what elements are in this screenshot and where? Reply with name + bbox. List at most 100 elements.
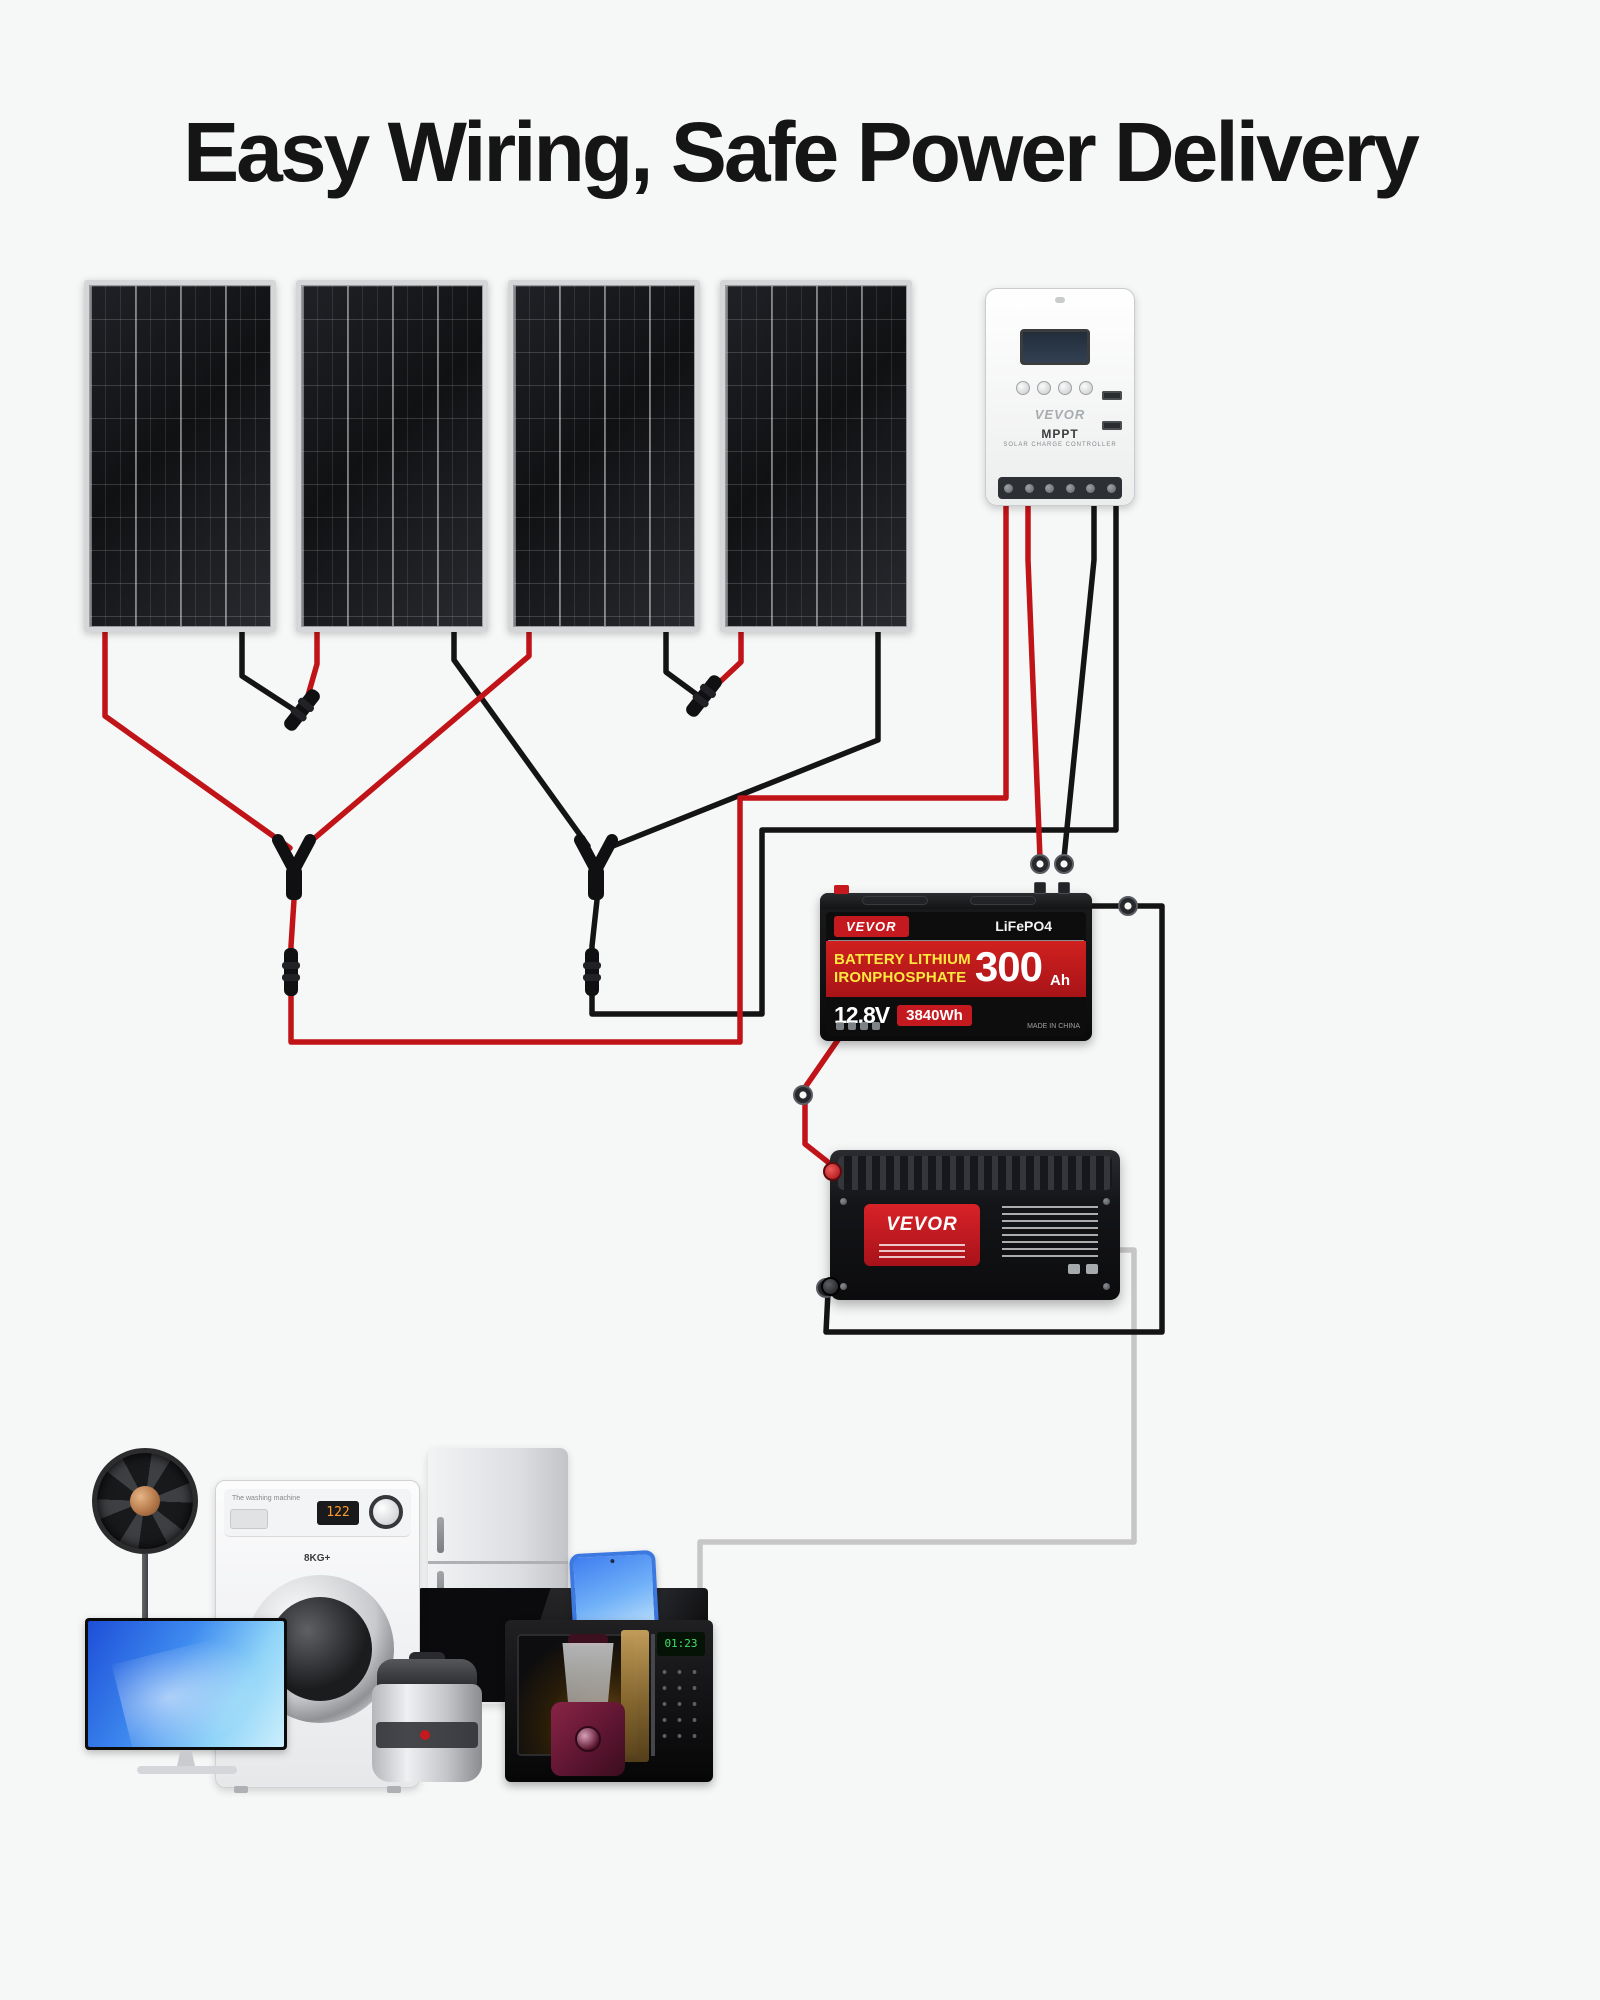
solar-cells [90,286,270,626]
inverter-cert-logos [1068,1264,1098,1274]
ring-terminal [1030,854,1050,874]
inverter-negative-wire [823,903,1165,1335]
inverter-positive-terminal [823,1162,842,1181]
solar-panel-4 [720,280,912,632]
battery-origin-label: MADE IN CHINA [1027,1023,1080,1030]
controller-terminal-block [998,477,1122,499]
monitor-screen [88,1621,284,1747]
screw-icon [1103,1198,1110,1205]
y-branch-connector [272,834,316,900]
pv-negative-wire [589,499,1119,1017]
mppt-charge-controller: VEVOR MPPT SOLAR CHARGE CONTROLLER [985,288,1135,506]
battery-terminal-post [1058,882,1070,894]
battery-handle [862,896,928,905]
cert-icon [836,1022,844,1030]
solar-panel-1 [84,280,276,632]
microwave-interior-glow [621,1630,649,1762]
solar-panel-3 [508,280,700,632]
cert-icon [1068,1264,1080,1274]
terminal-screw [1086,483,1096,493]
controller-subtitle-label: SOLAR CHARGE CONTROLLER [1003,442,1117,448]
washer-display: 122 [317,1501,359,1525]
panel3-positive-wire [307,627,532,845]
inverter-negative-terminal [821,1277,840,1296]
inverter-spec-fineprint [1002,1206,1098,1258]
battery-terminal-post [1034,882,1046,894]
solar-cells [726,286,906,626]
tablet-camera-icon [610,1558,615,1564]
monitor-base [137,1766,237,1774]
usb-port [1102,421,1122,430]
battery-capacity-value: 300 [974,943,1043,990]
battery-terminal-cover [834,885,849,894]
controller-button [1058,381,1072,395]
inverter-cooling-fins [838,1156,1112,1190]
usb-port [1102,391,1122,400]
pv-positive-wire [288,499,1009,1045]
washer-foot [234,1786,248,1793]
cert-icon [860,1022,868,1030]
ring-terminal [793,1085,813,1105]
ring-terminal [1054,854,1074,874]
microwave-buttons [657,1664,705,1748]
terminal-screw [1004,483,1013,493]
battery-handle [970,896,1036,905]
battery-type-line1: BATTERY LITHIUM [834,951,971,968]
controller-button [1079,381,1093,395]
terminal-screw [1106,483,1116,493]
battery-label-row-mid: BATTERY LITHIUM IRONPHOSPHATE 300 Ah [826,941,1086,997]
mc4-connector [284,689,320,731]
inverter-brand-label: VEVOR [886,1214,958,1235]
battery-type-line2: IRONPHOSPHATE [834,969,967,986]
battery-brand-badge: VEVOR [834,915,909,937]
solar-panel-2 [296,280,488,632]
monitor [85,1618,287,1750]
battery-lid [820,893,1092,909]
monitor-neck [177,1750,195,1766]
panel1-negative-wire [239,627,302,716]
fridge-door-split [428,1560,568,1564]
screw-icon [840,1198,847,1205]
battery-energy-badge: 3840Wh [897,1004,972,1026]
controller-button [1037,381,1051,395]
terminal-screw [1065,483,1075,493]
blender-dial [575,1726,601,1752]
y-branch-connector [574,834,618,900]
panel4-negative-wire [605,627,881,851]
mount-hole [1055,297,1065,303]
microwave-control-panel: 01:23 [657,1632,705,1772]
cert-icon [848,1022,856,1030]
controller-button-row [1016,381,1096,395]
controller-brand-label: VEVOR [1034,407,1086,422]
battery-label: VEVOR LiFePO4 BATTERY LITHIUM IRONPHOSPH… [826,912,1086,1036]
inverter-positive-wire-a [803,1031,845,1089]
solar-cells [514,286,694,626]
cert-icon [872,1022,880,1030]
controller-button [1016,381,1030,395]
battery-capacity-unit: Ah [1050,972,1070,989]
inverter-brand-fineprint [879,1244,965,1258]
mc4-connector [583,948,601,996]
blender-base [551,1702,625,1776]
washer-foot [387,1786,401,1793]
ring-terminal [1118,896,1138,916]
panel1-positive-wire [102,627,293,851]
fridge-handle [437,1516,444,1553]
battery-chemistry-label: LiFePO4 [995,918,1052,934]
battery-type-label: BATTERY LITHIUM IRONPHOSPHATE [834,951,971,987]
panel3-negative-wire [663,627,703,700]
mc4-connector [686,675,722,717]
screw-icon [840,1283,847,1290]
inverter-brand-plate: VEVOR [864,1204,980,1266]
mc4-connector [282,948,300,996]
washer-detergent-drawer [230,1509,268,1529]
blender [548,1634,628,1778]
washer-brand-text: The washing machine [232,1495,301,1502]
battery-label-divider [828,940,1084,941]
microwave-display: 01:23 [657,1632,705,1656]
battery-label-row-top: VEVOR LiFePO4 [826,912,1086,940]
cooker-logo-dot [420,1730,430,1740]
inverter-positive-wire-b [802,1101,841,1173]
